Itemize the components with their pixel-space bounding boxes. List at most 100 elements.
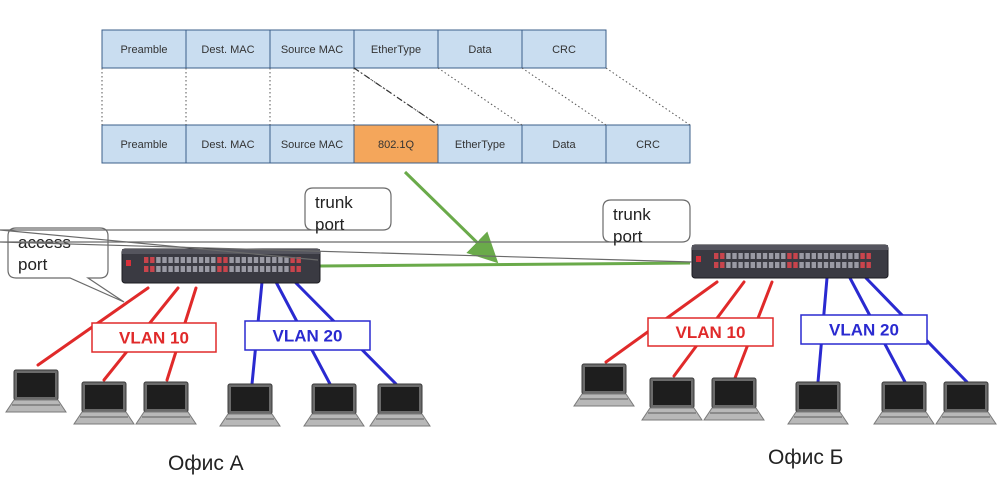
switch-port: [768, 253, 774, 259]
laptop-icon: [5, 369, 67, 413]
switch-port: [726, 253, 731, 259]
frame-field-box: [185, 124, 271, 164]
switch-port: [750, 253, 755, 259]
switch-port: [805, 253, 810, 259]
switch-port: [817, 262, 823, 268]
frame-field-label: Source MAC: [281, 44, 343, 56]
switch-port: [768, 262, 774, 268]
switch-port: [726, 262, 731, 268]
switch-port: [848, 262, 853, 268]
switch-port: [756, 253, 762, 259]
callout-text: port: [315, 215, 345, 234]
laptop-screen: [715, 381, 753, 405]
laptop-icon: [935, 381, 997, 425]
switch-port: [829, 253, 835, 259]
switch-port: [738, 253, 743, 259]
switch-port: [217, 266, 222, 272]
switch-port: [150, 266, 155, 272]
frame-bottom-field: Dest. MAC: [185, 124, 271, 164]
frame-field-label: Data: [552, 139, 576, 151]
switch-port: [805, 262, 810, 268]
frame-connector-line: [605, 67, 691, 126]
frame-field-label: Data: [468, 44, 492, 56]
callout-text: trunk: [315, 193, 353, 212]
switch-port: [848, 253, 853, 259]
callout-bubble: [0, 199, 693, 263]
switch-port: [272, 266, 277, 272]
switch-port: [150, 257, 155, 263]
laptop-icon: [219, 383, 281, 427]
switch-port: [253, 257, 259, 263]
laptop-screen: [381, 387, 419, 411]
switch-port: [156, 266, 161, 272]
laptop-screen: [947, 385, 985, 409]
switch-port: [799, 262, 804, 268]
switch-port: [266, 257, 271, 263]
vlan-label-box: [800, 314, 928, 345]
switch-port: [817, 253, 823, 259]
frame-bottom-field: Data: [521, 124, 607, 164]
switch-port: [720, 262, 725, 268]
switch-logo: [696, 256, 701, 262]
switch-port: [235, 266, 240, 272]
callout-text: port: [18, 255, 48, 274]
frame-field-box: [101, 29, 187, 69]
switch-port: [192, 257, 198, 263]
laptop-icon: [873, 381, 935, 425]
frame-top-field: CRC: [521, 29, 607, 69]
switch-port: [756, 262, 762, 268]
vlan-label-box: [91, 322, 217, 353]
switch-port: [247, 257, 253, 263]
vlan10-label-b: VLAN 10: [647, 317, 774, 347]
trunk-port-callout-a: trunk port: [0, 187, 392, 261]
tagging-arrow: [403, 170, 499, 264]
switch-port: [732, 262, 737, 268]
laptop-icon: [135, 381, 197, 425]
vlan-label-text: VLAN 10: [119, 329, 189, 348]
network-switch: [121, 248, 321, 284]
switch-port: [180, 257, 185, 263]
access-port-callout: accessport: [7, 227, 125, 303]
laptop-screen: [85, 385, 123, 409]
switch-port: [278, 266, 283, 272]
laptop-icon: [303, 383, 365, 427]
laptop-screen: [315, 387, 353, 411]
laptop-icon: [703, 377, 765, 421]
switch-top-edge: [122, 249, 320, 254]
frame-top-field: Source MAC: [269, 29, 355, 69]
vlan20-label-b: VLAN 20: [800, 314, 928, 345]
switch-port: [787, 253, 792, 259]
switch-port: [787, 262, 792, 268]
switch-port: [854, 262, 859, 268]
switch-port: [223, 257, 228, 263]
vlan-label-box: [647, 317, 774, 347]
switch-port: [180, 266, 185, 272]
switch-logo: [126, 260, 131, 266]
switch-port: [296, 266, 301, 272]
switch-port: [168, 257, 173, 263]
switch-port: [744, 262, 749, 268]
switch-port: [241, 257, 246, 263]
switch-port: [205, 266, 210, 272]
switch-port: [253, 266, 259, 272]
switch-port: [720, 253, 725, 259]
switch-port: [186, 257, 192, 263]
switch-port: [775, 262, 780, 268]
switch-port: [241, 266, 246, 272]
switch-port: [174, 257, 179, 263]
vlan-label-text: VLAN 20: [273, 327, 343, 346]
switch-port: [186, 266, 192, 272]
frame-field-box: [269, 124, 355, 164]
frame-connectors: [101, 67, 691, 126]
frame-field-label: Source MAC: [281, 139, 343, 151]
frame-field-label: CRC: [636, 139, 660, 151]
switch-port: [284, 266, 289, 272]
vlan-label-text: VLAN 20: [829, 321, 899, 340]
switch-port: [860, 253, 865, 259]
switch-port: [781, 262, 786, 268]
switch-port: [854, 253, 859, 259]
frame-field-box: [437, 29, 523, 69]
switch-port: [866, 253, 871, 259]
laptop-icon: [73, 381, 135, 425]
